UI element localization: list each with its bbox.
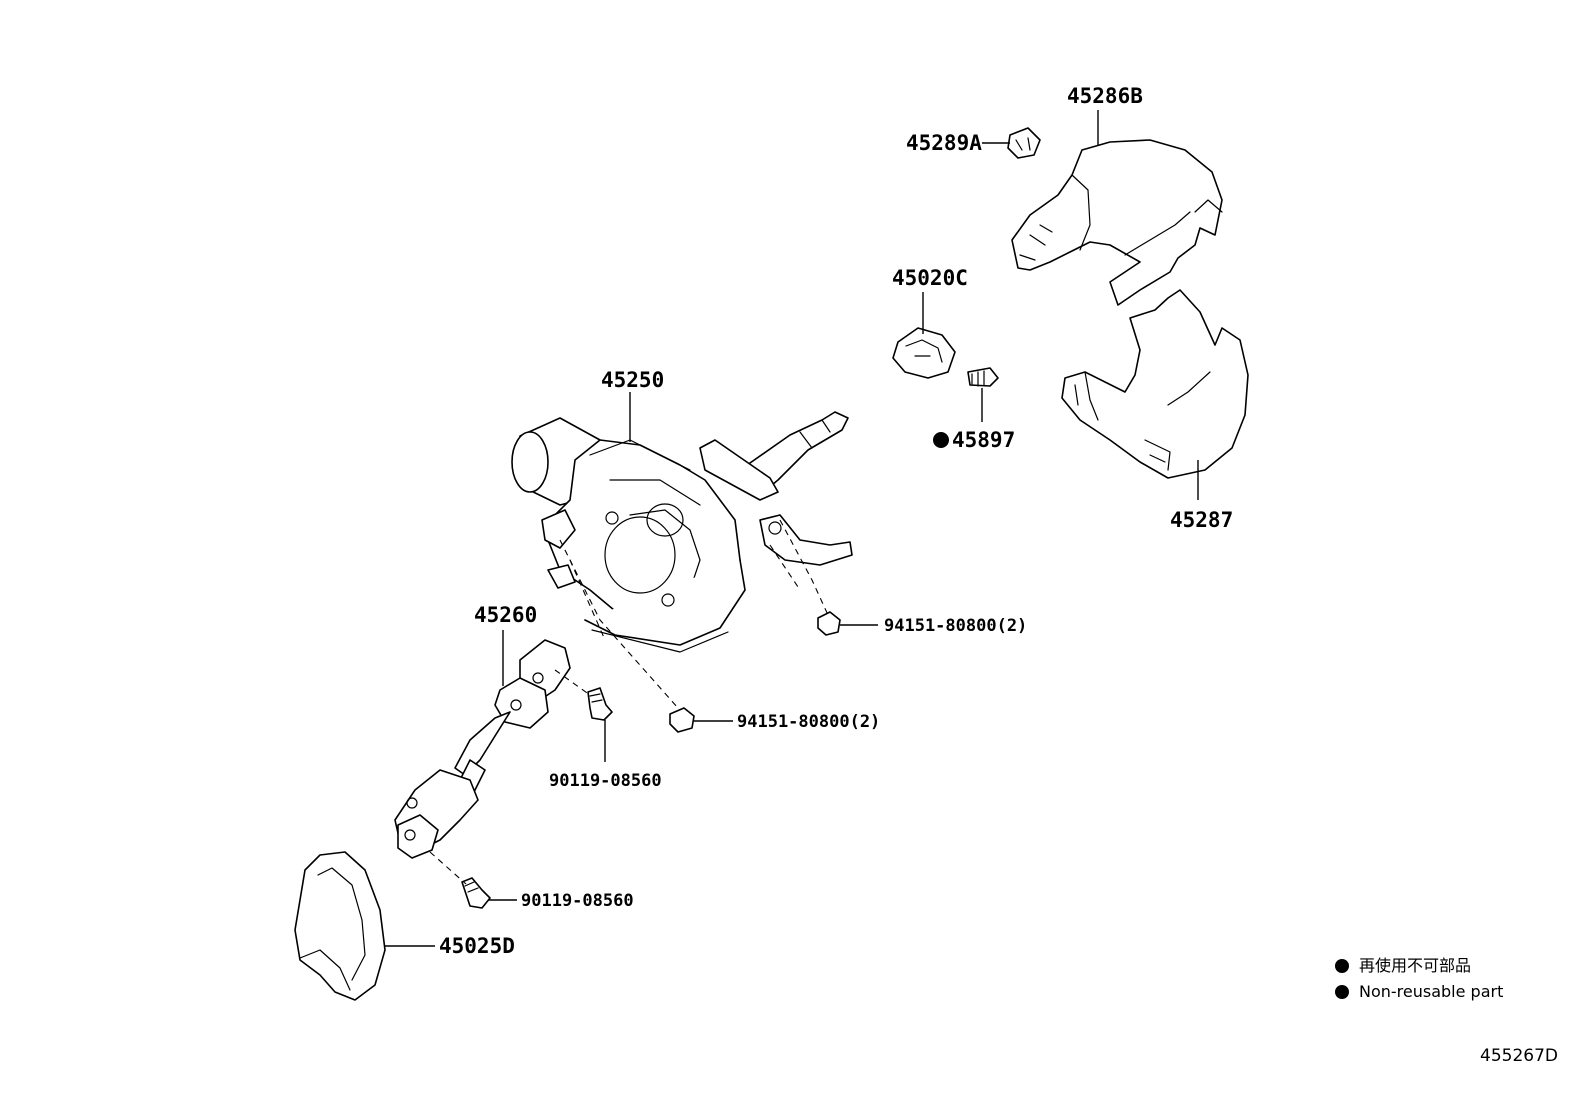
intermediate-shaft-45260: [394, 639, 571, 859]
nut-94151-upper: [817, 611, 841, 636]
non-reusable-marker-45897: [933, 432, 949, 448]
non-reusable-dot-icon: [1335, 959, 1349, 973]
lower-column-cover-45287: [1061, 289, 1249, 479]
legend-item-english: Non-reusable part: [1335, 982, 1503, 1002]
legend-item-japanese: 再使用不可部品: [1335, 956, 1471, 976]
dashed-assembly-lines: [429, 519, 829, 885]
legend-text-jp: 再使用不可部品: [1359, 956, 1472, 975]
label-45025D: 45025D: [439, 934, 515, 958]
bolt-45897: [967, 367, 999, 387]
label-45260: 45260: [474, 603, 537, 627]
label-45287: 45287: [1170, 508, 1233, 532]
boot-45025D: [294, 851, 386, 1001]
label-45286B: 45286B: [1067, 84, 1143, 108]
bolt-90119-lower: [461, 877, 491, 909]
leader-lines: [384, 110, 1199, 947]
upper-column-cover-45286B: [1011, 139, 1223, 306]
label-90119-lower: 90119-08560: [521, 891, 634, 911]
switch-45020C: [892, 327, 956, 379]
figure-id: 455267D: [1480, 1046, 1558, 1066]
label-90119-upper: 90119-08560: [549, 771, 662, 791]
label-94151-upper: 94151-80800(2): [884, 616, 1027, 636]
legend-text-en: Non-reusable part: [1359, 982, 1504, 1001]
label-45897: 45897: [952, 428, 1015, 452]
non-reusable-dot-icon: [1335, 985, 1349, 999]
bolt-90119-upper: [587, 687, 613, 721]
steering-column-45250: [511, 411, 853, 653]
label-45020C: 45020C: [892, 266, 968, 290]
label-45250: 45250: [601, 368, 664, 392]
label-94151-lower: 94151-80800(2): [737, 712, 880, 732]
clip-45289A: [1007, 127, 1041, 159]
nut-94151-lower: [669, 707, 695, 733]
label-45289A: 45289A: [906, 131, 982, 155]
